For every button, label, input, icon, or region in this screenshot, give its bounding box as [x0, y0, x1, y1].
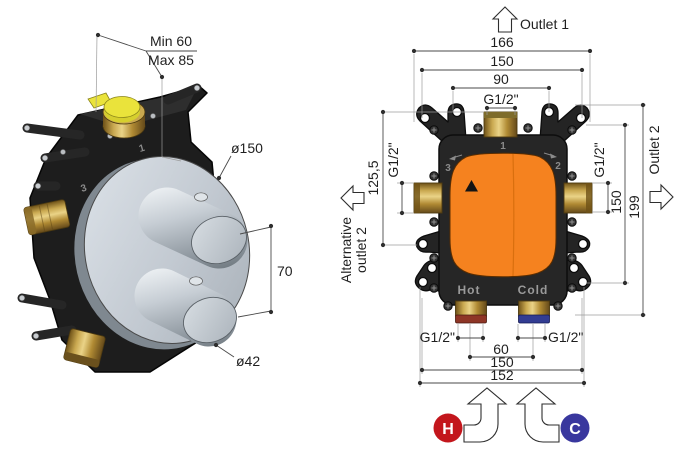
hot-symbol-badge: [433, 413, 463, 443]
cold-ring: [518, 314, 550, 324]
service-cap: [87, 92, 146, 139]
body-port-3-label: 3: [80, 183, 89, 195]
dimension-texts: 166 150 90 G1/2" 125,5 G1/2" G1/2" 150 1…: [365, 34, 642, 383]
right-view: 1 3 2 Hot Cold: [338, 6, 674, 443]
mounting-struts: [17, 83, 202, 341]
cold-flow-arrow-icon: [515, 387, 560, 443]
outlet1-label: Outlet 1: [520, 16, 569, 32]
fittings: [413, 111, 593, 324]
hot-ring: [455, 314, 487, 324]
cold-inlet-fitting: [518, 300, 550, 324]
dim-depth-min: Min 60: [150, 33, 192, 49]
handles-3d: [134, 187, 248, 347]
cold-symbol-badge: [560, 413, 590, 443]
dim-height-holes: 150: [608, 190, 624, 214]
dim-height-left: 125,5: [365, 160, 381, 195]
port-2-label: 2: [555, 161, 561, 172]
cover-seam: [512, 153, 515, 277]
hot-flow-arrow-icon: [463, 387, 508, 443]
orange-cover-shape: [449, 152, 557, 278]
alt-outlet2-label-line2: outlet 2: [353, 227, 369, 273]
alt-outlet2-arrow-icon: [340, 184, 365, 212]
dim-height-overall: 199: [626, 195, 642, 219]
dim-side-port-left: G1/2": [385, 142, 401, 177]
left-view-dimensions: Min 60 Max 85 ø150 70 ø42: [95, 32, 293, 369]
dim-hot-port: G1/2": [420, 329, 455, 345]
outlet2-arrow-icon: [649, 183, 674, 211]
dim-handle-diameter: ø42: [236, 353, 260, 369]
left-view: 1 3: [17, 32, 293, 373]
cold-emboss-label: Cold: [518, 283, 549, 297]
extension-lines: [383, 54, 646, 387]
lower-handle-pin: [189, 276, 203, 286]
dim-inlet-spacing: 60: [493, 341, 509, 357]
dim-width-overall-bottom: 152: [490, 367, 514, 383]
dim-width-upper-holes: 90: [493, 71, 509, 87]
yellow-cap-top: [103, 96, 141, 118]
cold-symbol: C: [569, 421, 581, 438]
lower-handle: [134, 268, 237, 347]
dim-inlet-top: G1/2": [483, 91, 518, 107]
hot-symbol: H: [442, 421, 454, 438]
dim-side-port-right: G1/2": [591, 142, 607, 177]
orange-cover: [449, 152, 557, 278]
dimension-lines: [380, 48, 646, 386]
dim-plate-diameter: ø150: [231, 140, 263, 156]
port-3-label: 3: [445, 163, 451, 174]
body-port-1-label: 1: [138, 143, 147, 155]
bottom-outlet-fitting-3d: [63, 328, 106, 368]
dim-width-overall: 166: [490, 34, 514, 50]
body-labels: 1 3 2 Hot Cold: [445, 141, 561, 297]
dim-width-holes: 150: [490, 53, 514, 69]
outlet1-arrow-icon: [491, 6, 519, 33]
left-inlet-fitting-3d: [23, 199, 71, 236]
outlet2-label: Outlet 2: [646, 125, 662, 174]
flow-indicators: H C: [433, 387, 590, 443]
strut-screw-tips: [18, 84, 201, 340]
dim-cold-port: G1/2": [548, 329, 583, 345]
hot-inlet-fitting: [455, 300, 487, 324]
dim-depth-max: Max 85: [148, 52, 194, 68]
dim-width-holes-bottom: 150: [490, 354, 514, 370]
hot-emboss-label: Hot: [458, 283, 481, 297]
upper-handle: [138, 187, 248, 269]
dim-handle-spacing: 70: [277, 263, 293, 279]
alt-outlet2-label-line1: Alternative: [338, 217, 354, 283]
warning-triangle-icon: [465, 180, 478, 192]
upper-handle-pin: [194, 192, 208, 202]
port-1-label: 1: [500, 141, 506, 152]
outlet-annotations: Outlet 1 Outlet 2 Alternative outlet 2: [338, 6, 674, 283]
